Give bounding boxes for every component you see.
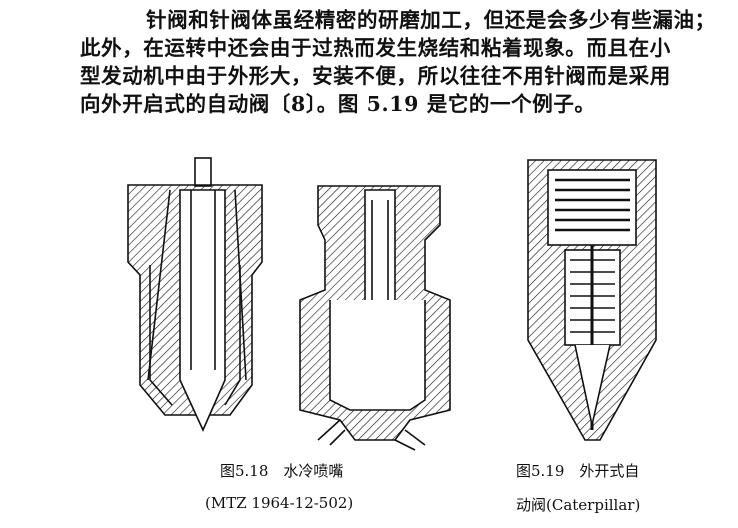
nozzle-drawing-middle [299,185,451,451]
figure-5-19-caption-cont: 动阀(Caterpillar) [516,496,641,514]
paragraph-line-1: 针阀和针阀体虽经精密的研磨加工，但还是会多少有些漏油； [146,8,716,32]
paragraph-line-4: 向外开启式的自动阀〔8〕。图 5.19 是它的一个例子。 [80,92,596,116]
valve-drawing-right [527,159,657,441]
figure-5-19-caption: 图5.19 外开式自 [516,462,640,480]
figure-5-18-source: (MTZ 1964-12-502) [205,494,354,512]
nozzle-drawing-left [127,157,263,432]
figure-5-18-caption: 图5.18 水冷喷嘴 [220,462,344,480]
paragraph-line-2: 此外，在运转中还会由于过热而发生烧结和粘着现象。而且在小 [80,36,671,60]
paragraph-line-3: 型发动机中由于外形大，安装不便，所以往往不用针阀而是采用 [80,64,671,88]
